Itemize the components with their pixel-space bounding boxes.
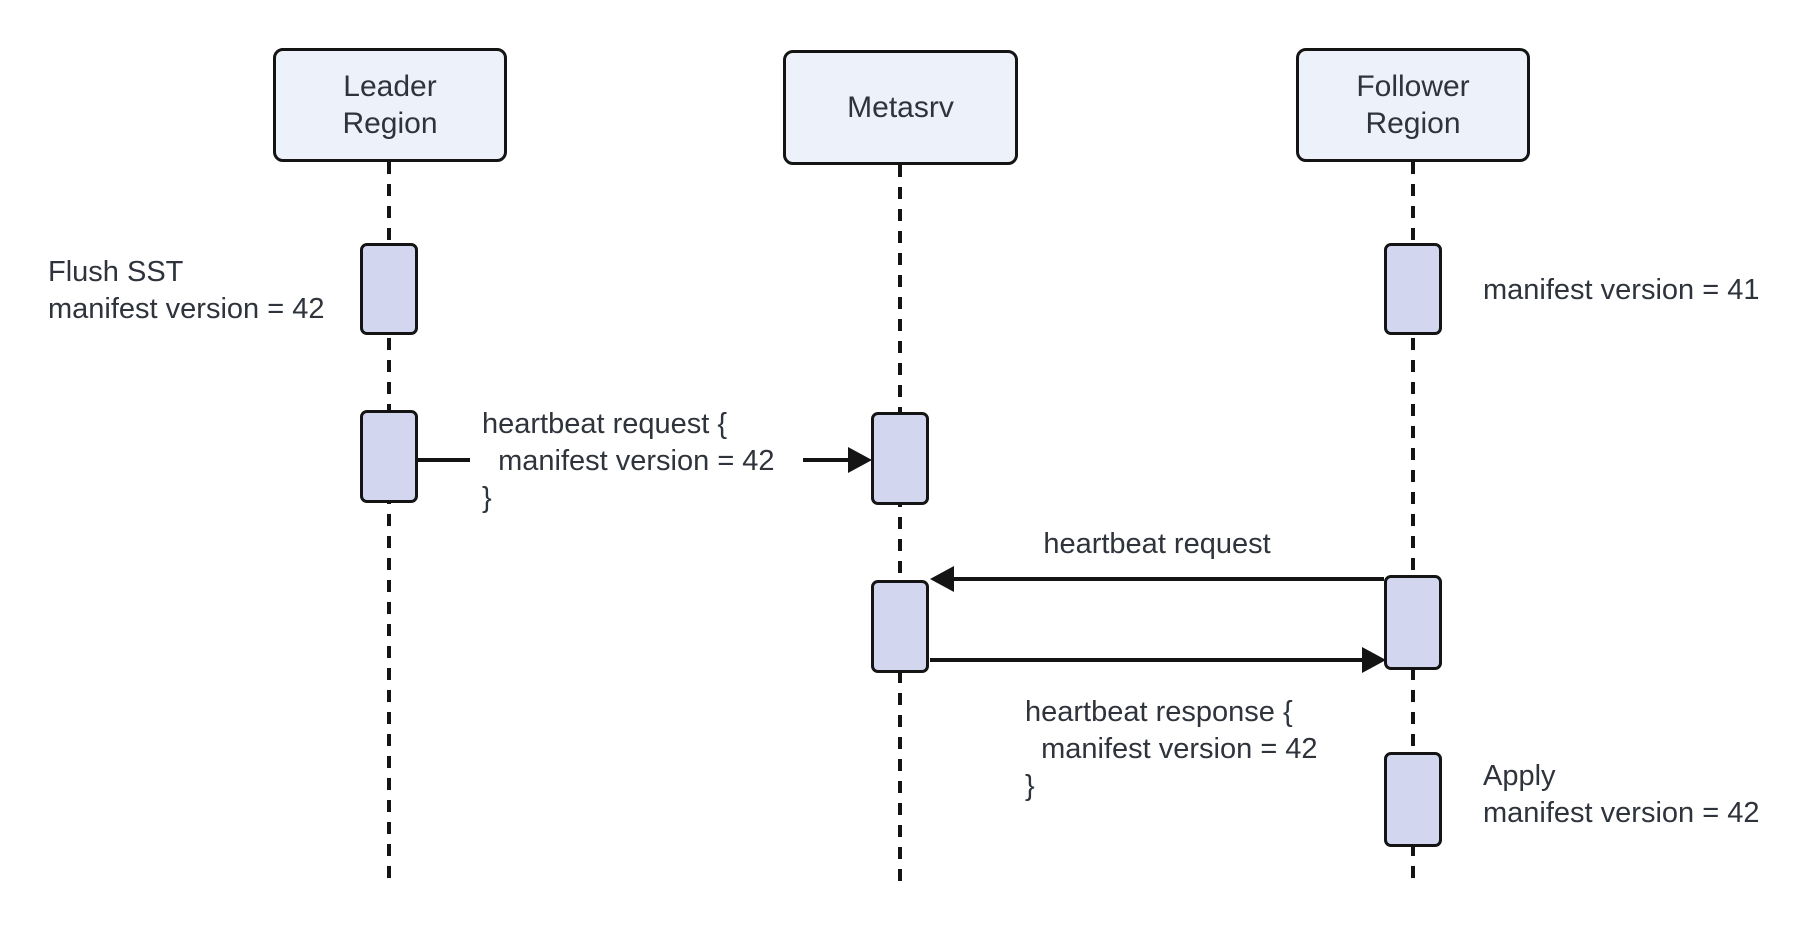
arrowhead-right: [1362, 647, 1386, 673]
message-label-heartbeat-response: heartbeat response { manifest version = …: [1025, 696, 1318, 802]
message-label-heartbeat-request-follower: heartbeat request: [1043, 528, 1271, 560]
arrow-line-segment: [803, 458, 851, 462]
lifeline-follower-region: [1411, 162, 1415, 884]
arrow-line-segment: [952, 577, 1384, 581]
message-label-heartbeat-request-leader: heartbeat request { manifest version = 4…: [482, 408, 775, 514]
activation-follower-initial: [1384, 243, 1442, 335]
activation-leader-flush: [360, 243, 418, 335]
activation-metasrv-heartbeat-leader: [871, 412, 929, 505]
participant-metasrv: Metasrv: [783, 50, 1018, 165]
arrow-line-segment: [417, 458, 470, 462]
activation-follower-apply: [1384, 752, 1442, 847]
note-apply: Apply manifest version = 42: [1483, 760, 1760, 829]
activation-follower-heartbeat: [1384, 575, 1442, 670]
activation-leader-heartbeat: [360, 410, 418, 503]
note-flush-sst: Flush SST manifest version = 42: [48, 256, 325, 325]
activation-metasrv-heartbeat-follower: [871, 580, 929, 673]
arrowhead-left: [930, 566, 954, 592]
lifeline-leader-region: [387, 162, 391, 884]
note-manifest-41: manifest version = 41: [1483, 274, 1760, 306]
arrow-line-segment: [930, 658, 1362, 662]
arrowhead-right: [848, 447, 872, 473]
participant-follower-region: Follower Region: [1296, 48, 1530, 162]
participant-leader-region: Leader Region: [273, 48, 507, 162]
lifeline-metasrv: [898, 165, 902, 884]
